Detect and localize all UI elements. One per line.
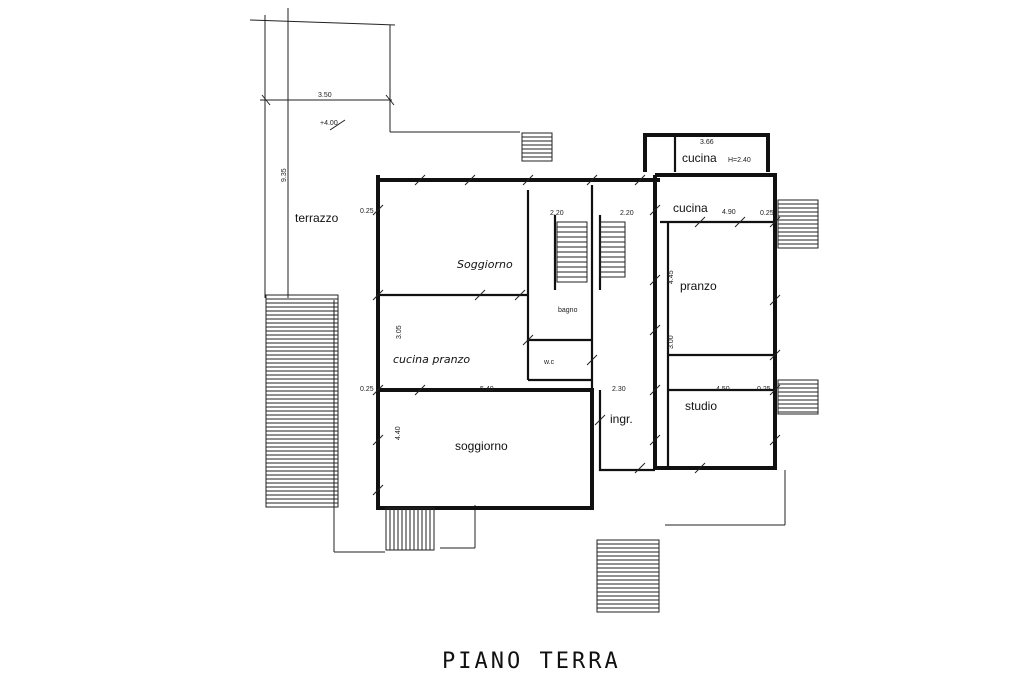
wall-ticks (372, 174, 781, 496)
wall-tick (522, 334, 534, 346)
dim-wall-a: 0.25 (360, 208, 374, 215)
wall-tick (372, 384, 384, 396)
wall-tick (769, 349, 781, 361)
dim-level: +4.00 (320, 120, 338, 127)
room-label-pranzo: pranzo (680, 279, 717, 293)
cucina-annex-height: H=2.40 (728, 157, 751, 164)
room-label-studio: studio (685, 399, 717, 413)
dim-ingr-width: 2.30 (612, 386, 626, 393)
room-label-cucina-pranzo: cucina pranzo (393, 353, 470, 366)
wall-tick (594, 414, 606, 426)
plan-title: PIANO TERRA (442, 649, 621, 674)
wall-tick (649, 324, 661, 336)
wall-tick (769, 434, 781, 446)
stair-interior-left (556, 221, 588, 283)
wall-tick (464, 174, 476, 186)
dim-cp-height: 3.05 (396, 325, 403, 339)
wall-tick (372, 204, 384, 216)
dim-pranzo-height: 4.45 (668, 270, 675, 284)
wall-tick (694, 216, 706, 228)
stair-front-center (596, 539, 660, 613)
room-label-soggiorno-lower: soggiorno (455, 439, 508, 453)
room-label-soggiorno-upper: Soggiorno (457, 258, 513, 271)
dim-sogg-height: 4.40 (395, 426, 402, 440)
stair-interior-right (599, 221, 626, 278)
stair-top (521, 132, 553, 162)
stairs (265, 132, 819, 613)
wall-tick (414, 384, 426, 396)
wall-tick (474, 289, 486, 301)
wall-tick (649, 274, 661, 286)
room-label-wc: w.c (543, 359, 555, 366)
room-label-ingresso: ingr. (610, 412, 633, 426)
dim-terrace-width: 3.50 (318, 92, 332, 99)
wall-tick (769, 384, 781, 396)
dim-stair-w1: 2.20 (550, 210, 564, 217)
room-label-cucina-annex: cucina (682, 151, 717, 165)
dim-wall-d: 0.25 (757, 386, 771, 393)
wall-tick (372, 434, 384, 446)
dim-stair-w2: 2.20 (620, 210, 634, 217)
dimension-lines (249, 8, 786, 553)
dim-cucina-width: 3.66 (700, 139, 714, 146)
wall-tick (414, 174, 426, 186)
wall-tick (634, 462, 646, 474)
wall-tick (649, 204, 661, 216)
wall-tick (649, 434, 661, 446)
wall-tick (514, 289, 526, 301)
wall-tick (769, 294, 781, 306)
room-label-bagno: bagno (558, 307, 578, 314)
room-label-cucina: cucina (673, 201, 708, 215)
wall-tick (769, 216, 781, 228)
stair-right-lower (777, 379, 819, 415)
wall-tick (372, 289, 384, 301)
wall-tick (694, 462, 706, 474)
dim-pranzo-h2: 3.00 (668, 335, 675, 349)
wall-tick (586, 354, 598, 366)
wall-tick (586, 174, 598, 186)
stair-terrace (265, 294, 339, 508)
stair-front-left (385, 507, 435, 551)
dim-cucina-depth: 4.90 (722, 209, 736, 216)
wall-tick (522, 174, 534, 186)
dim-studio-width: 4.50 (716, 386, 730, 393)
wall-tick (372, 484, 384, 496)
stair-right-upper (777, 199, 819, 249)
dim-terrace-height: 9.35 (281, 168, 288, 182)
dim-wall-c: 0.25 (760, 210, 774, 217)
wall-tick (634, 174, 646, 186)
room-label-terrazzo: terrazzo (295, 211, 339, 225)
wall-tick (649, 384, 661, 396)
exterior-walls (376, 133, 777, 510)
dim-wall-b: 0.25 (360, 386, 374, 393)
dim-sogg-width: 5.40 (480, 386, 494, 393)
wall-tick (734, 216, 746, 228)
